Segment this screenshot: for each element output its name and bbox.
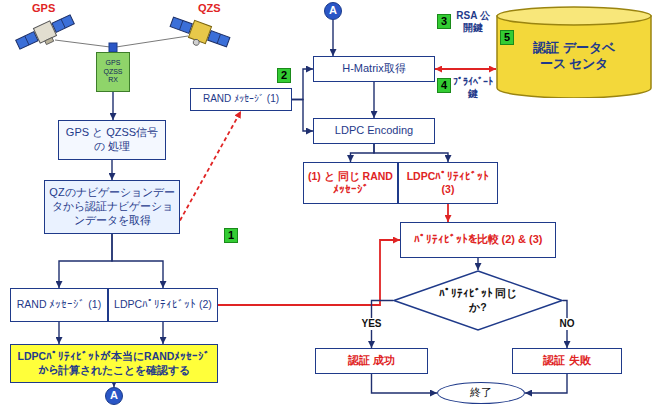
- text-block: LDPC Encoding: [318, 124, 430, 138]
- text-block: A: [325, 4, 341, 18]
- text-block: ﾊﾟﾘﾃｨﾋﾞｯﾄ 同じか?: [438, 287, 518, 313]
- flow-connector: [112, 92, 113, 120]
- callout-number: 4: [437, 78, 451, 93]
- callout-number: 5: [500, 30, 514, 45]
- diamond-shape: [394, 271, 562, 330]
- decision-diamond: ﾊﾟﾘﾃｨﾋﾞｯﾄ 同じか?: [393, 270, 563, 331]
- data-box: LDPCﾊﾟﾘﾃｨﾋﾞｯﾄ (3): [398, 162, 498, 204]
- flow-connector: [111, 160, 112, 180]
- result-box: 認証 成功: [315, 348, 428, 374]
- node-text: QZのナビゲーションデータから認証ナビゲーションデータを取得: [49, 186, 175, 227]
- flow-connector: [372, 374, 438, 393]
- connector-circle: A: [105, 387, 123, 405]
- text-block: GPS QZSS RX: [98, 59, 128, 85]
- qzs-satellite: [167, 13, 231, 55]
- process-box: GPS と QZSS信号の 処理: [58, 120, 166, 160]
- text-block: RAND ﾒｯｾｰｼﾞ (1): [194, 93, 288, 106]
- text-block: H-Matrix取得: [318, 62, 430, 76]
- flow-connector: [374, 144, 448, 162]
- flow-connector: [58, 322, 59, 344]
- flow-connector: [373, 82, 374, 118]
- text-block: 認証 データベース センタ: [532, 40, 616, 73]
- text-block: A: [106, 389, 122, 403]
- flow-connector: [435, 68, 496, 70]
- node-text: (1) と 同じ RAND ﾒｯｾｰｼﾞ: [307, 170, 394, 196]
- signal-line: [55, 40, 110, 47]
- receiver-box: GPS QZSS RX: [96, 52, 130, 92]
- flow-connector: [477, 258, 478, 270]
- text-block: LDPCﾊﾟﾘﾃｨﾋﾞｯﾄ (3): [402, 170, 494, 196]
- node-text: LDPCﾊﾟﾘﾃｨﾋﾞｯﾄ (3): [402, 170, 494, 196]
- flow-connector: [59, 234, 112, 288]
- node-text: 認証 データベース センタ: [532, 40, 616, 73]
- data-box: RAND ﾒｯｾｰｼﾞ (1): [10, 288, 108, 322]
- cylinder-body: [497, 16, 651, 98]
- node-text: 認証 失敗: [517, 354, 617, 368]
- text-block: 認証 失敗: [517, 354, 617, 368]
- text-block: (1) と 同じ RAND ﾒｯｾｰｼﾞ: [307, 170, 394, 196]
- node-text: 認証 成功: [320, 354, 423, 368]
- text-block: 終了: [442, 386, 520, 400]
- edge-label: NO: [558, 318, 577, 330]
- terminal-oval: 終了: [437, 382, 525, 404]
- edge-label: YES: [359, 318, 383, 330]
- satellite-label: GPS: [32, 2, 55, 15]
- callout-number: 2: [277, 68, 291, 83]
- node-text: RAND ﾒｯｾｰｼﾞ (1): [14, 298, 104, 311]
- text-block: ﾊﾟﾘﾃｨﾋﾞｯﾄを比較 (2) & (3): [405, 233, 551, 247]
- text-block: 認証 成功: [320, 354, 423, 368]
- data-box: (1) と 同じ RAND ﾒｯｾｰｼﾞ: [303, 162, 398, 204]
- process-box: ﾊﾟﾘﾃｨﾋﾞｯﾄを比較 (2) & (3): [400, 222, 556, 258]
- text-block: LDPCﾊﾟﾘﾃｨﾋﾞｯﾄが本当にRANDﾒｯｾｰｼﾞから計算されたことを確認す…: [15, 350, 213, 376]
- node-text: LDPCﾊﾟﾘﾃｨﾋﾞｯﾄ (2): [112, 298, 214, 311]
- flow-connector: [292, 69, 313, 100]
- text-block: GPS と QZSS信号の 処理: [63, 126, 161, 154]
- node-text: 終了: [442, 386, 520, 400]
- node-text: RAND ﾒｯｾｰｼﾞ (1): [194, 93, 288, 106]
- flow-connector: [351, 144, 375, 162]
- callout-number: 3: [437, 14, 451, 29]
- database-cylinder: 認証 データベース センタ: [496, 6, 652, 98]
- node-text: A: [106, 389, 122, 403]
- data-box: RAND ﾒｯｾｰｼﾞ (1): [190, 88, 292, 111]
- text-block: QZのナビゲーションデータから認証ナビゲーションデータを取得: [49, 186, 175, 227]
- node-text: GPS と QZSS信号の 処理: [63, 126, 161, 154]
- flow-connector: [112, 234, 163, 288]
- callout-number: 1: [224, 228, 238, 243]
- node-text: A: [325, 4, 341, 18]
- flow-connector: [447, 204, 449, 222]
- text-block: LDPCﾊﾟﾘﾃｨﾋﾞｯﾄ (2): [112, 298, 214, 311]
- key-label: ﾌﾟﾗｲﾍﾞｰﾄ 鍵: [452, 76, 494, 100]
- key-label: RSA 公開鍵: [452, 10, 494, 34]
- signal-line: [116, 36, 188, 47]
- flow-connector: [525, 374, 567, 393]
- connector-circle: A: [324, 2, 342, 20]
- flow-connector: [218, 240, 400, 305]
- flow-connector: [180, 111, 241, 221]
- node-text: GPS QZSS RX: [98, 59, 128, 85]
- process-box: H-Matrix取得: [313, 56, 435, 82]
- flow-connector: [162, 322, 163, 344]
- node-text: LDPCﾊﾟﾘﾃｨﾋﾞｯﾄが本当にRANDﾒｯｾｰｼﾞから計算されたことを確認す…: [15, 350, 213, 376]
- data-box: LDPCﾊﾟﾘﾃｨﾋﾞｯﾄ (2): [108, 288, 218, 322]
- node-text: ﾊﾟﾘﾃｨﾋﾞｯﾄ 同じか?: [438, 287, 518, 313]
- process-box: LDPCﾊﾟﾘﾃｨﾋﾞｯﾄが本当にRANDﾒｯｾｰｼﾞから計算されたことを確認す…: [10, 344, 218, 383]
- process-box: LDPC Encoding: [313, 118, 435, 144]
- node-text: ﾊﾟﾘﾃｨﾋﾞｯﾄを比較 (2) & (3): [405, 233, 551, 247]
- gps-satellite: [14, 12, 77, 55]
- satellite-label: QZS: [198, 2, 221, 15]
- antenna-symbol: [109, 43, 117, 52]
- result-box: 認証 失敗: [512, 348, 622, 374]
- flow-connector: [292, 100, 313, 132]
- cylinder-top: [497, 7, 651, 25]
- node-text: H-Matrix取得: [318, 62, 430, 76]
- process-box: QZのナビゲーションデータから認証ナビゲーションデータを取得: [44, 180, 180, 234]
- text-block: RAND ﾒｯｾｰｼﾞ (1): [14, 298, 104, 311]
- flow-connector: [332, 20, 333, 56]
- node-text: LDPC Encoding: [318, 124, 430, 138]
